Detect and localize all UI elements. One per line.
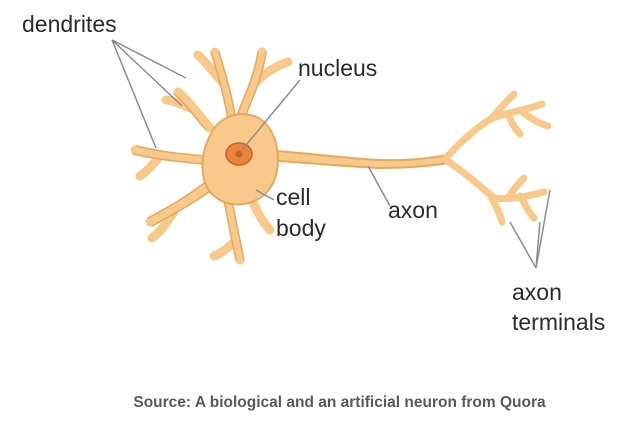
- source-caption: Source: A biological and an artificial n…: [133, 394, 546, 411]
- cell-body-label-line1: cell: [276, 184, 311, 210]
- dendrites-pointer-2: [111, 39, 183, 107]
- dendrites-pointer-1: [111, 39, 187, 79]
- dendrites-label: dendrites: [22, 11, 117, 37]
- nucleus-label: nucleus: [298, 55, 377, 81]
- pointer-lines: [111, 39, 551, 269]
- axon-terminal-branches: [442, 90, 552, 226]
- axon-terminals-pointer-1: [509, 221, 537, 269]
- axon-terminals-label-line1: axon: [512, 279, 562, 305]
- dendrites-outline: [132, 51, 267, 261]
- axon-terminals-label-line2: terminals: [512, 309, 605, 335]
- axon-pointer: [367, 165, 391, 207]
- cell-body-label-line2: body: [276, 215, 326, 241]
- axon-terminals-pointer-3: [535, 189, 551, 269]
- axon-shaft: [261, 149, 449, 169]
- dendrites-pointer-3: [111, 39, 157, 149]
- nucleus-pointer: [241, 79, 301, 151]
- neuron-illustration: [130, 47, 552, 265]
- nucleolus: [235, 150, 243, 158]
- axon-label: axon: [388, 197, 438, 223]
- cell-body-pointer: [255, 189, 275, 201]
